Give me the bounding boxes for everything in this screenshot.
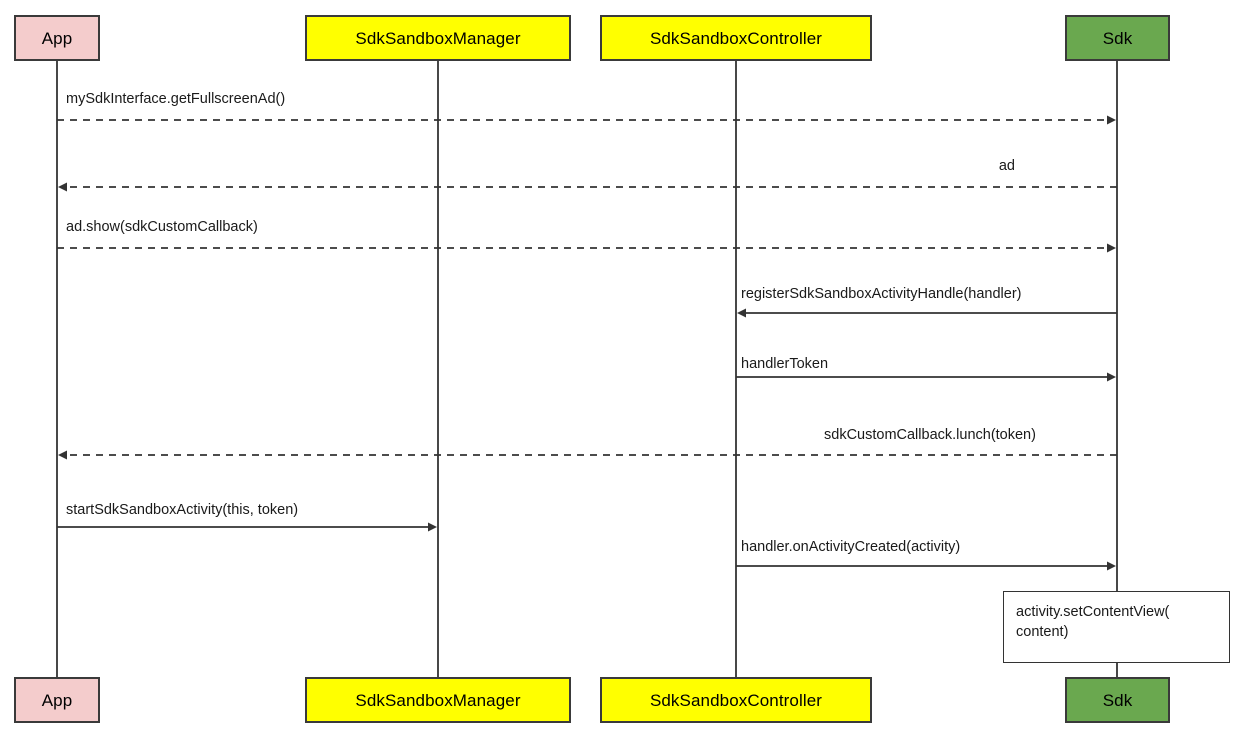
message-label-5: handlerToken <box>741 356 829 372</box>
lifeline-head-controller-label: SdkSandboxController <box>649 28 823 48</box>
note-line-1: activity.setContentView( <box>1016 604 1170 620</box>
lifeline-head-sdk[interactable]: Sdk <box>1065 15 1170 61</box>
lifeline-foot-sdk[interactable]: Sdk <box>1065 677 1170 723</box>
message-arrow-8 <box>736 561 1116 571</box>
lifeline-foot-sdk-label: Sdk <box>1102 690 1133 710</box>
note-set-content-view: activity.setContentView( content) <box>1003 591 1230 663</box>
note-line-2: content) <box>1016 623 1069 640</box>
message-label-8: handler.onActivityCreated(activity) <box>741 539 961 555</box>
message-label-6: sdkCustomCallback.lunch(token) <box>824 427 1036 443</box>
message-label-1: mySdkInterface.getFullscreenAd() <box>66 91 286 107</box>
arrowhead-7 <box>428 522 437 532</box>
lifeline-foot-controller-label: SdkSandboxController <box>649 690 823 710</box>
lifeline-foot-manager[interactable]: SdkSandboxManager <box>305 677 571 723</box>
lifeline-foot-manager-label: SdkSandboxManager <box>355 690 521 710</box>
message-arrow-1 <box>57 115 1116 125</box>
message-arrow-7 <box>57 522 437 532</box>
lifeline-head-sdk-label: Sdk <box>1102 28 1133 48</box>
lifeline-foot-controller[interactable]: SdkSandboxController <box>600 677 872 723</box>
lifeline-foot-app-label: App <box>41 690 73 710</box>
lifeline-head-controller[interactable]: SdkSandboxController <box>600 15 872 61</box>
message-arrow-5 <box>736 372 1116 382</box>
arrowhead-6 <box>58 450 67 460</box>
arrowhead-2 <box>58 182 67 192</box>
message-arrow-4 <box>737 308 1117 318</box>
arrowhead-8 <box>1107 561 1116 571</box>
message-label-4: registerSdkSandboxActivityHandle(handler… <box>741 286 1022 302</box>
lifeline-head-app[interactable]: App <box>14 15 100 61</box>
lifeline-head-app-label: App <box>41 28 73 48</box>
message-label-7: startSdkSandboxActivity(this, token) <box>66 502 299 518</box>
message-arrow-6 <box>58 450 1117 460</box>
message-arrow-3 <box>57 243 1116 253</box>
arrowhead-3 <box>1107 243 1116 253</box>
message-label-3: ad.show(sdkCustomCallback) <box>66 219 258 235</box>
arrowhead-5 <box>1107 372 1116 382</box>
message-arrow-2 <box>58 182 1117 192</box>
arrowhead-4 <box>737 308 746 318</box>
lifeline-foot-app[interactable]: App <box>14 677 100 723</box>
arrowhead-1 <box>1107 115 1116 125</box>
message-label-2: ad <box>998 158 1015 174</box>
lifeline-head-manager-label: SdkSandboxManager <box>355 28 521 48</box>
lifeline-head-manager[interactable]: SdkSandboxManager <box>305 15 571 61</box>
